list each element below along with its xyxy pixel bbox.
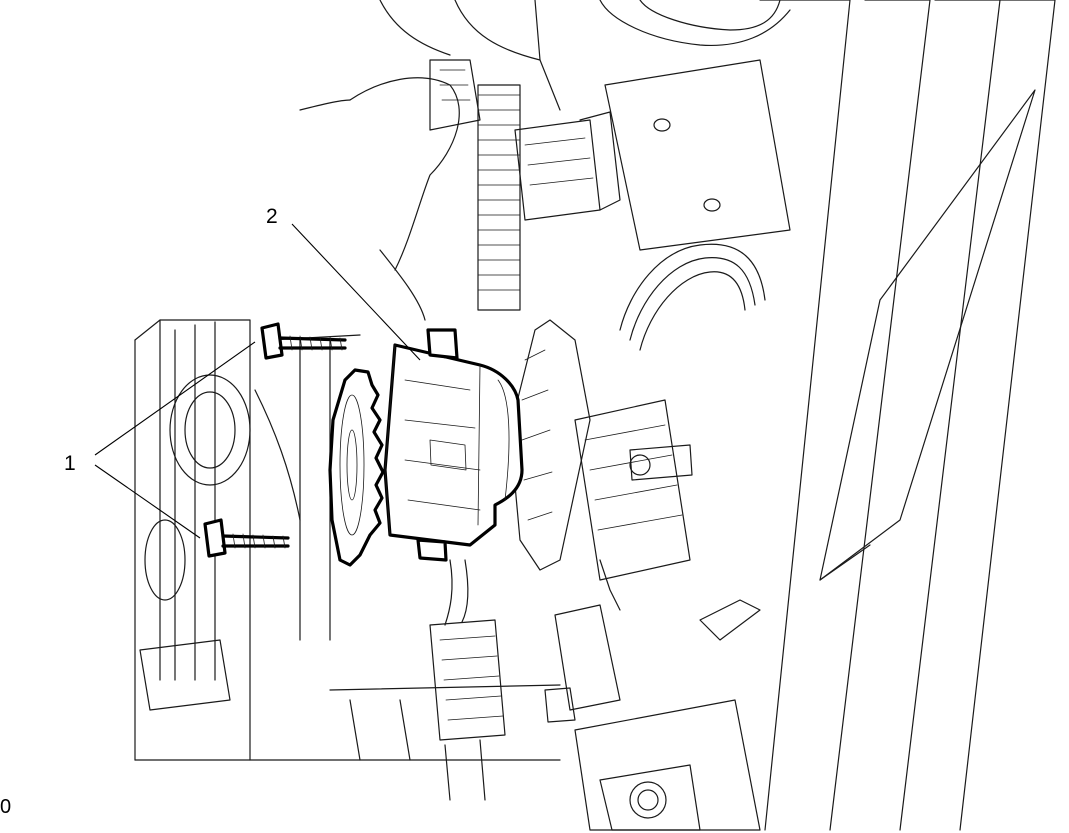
bolt-lower [203,518,290,558]
callout-2-label: 2 [266,205,278,228]
callout-leaders [94,223,421,539]
actuator-part [328,328,524,567]
background-structure [134,0,1056,831]
corner-mark: 0 [0,796,11,818]
bolt-upper [260,322,347,360]
callout-1-label: 1 [64,452,76,475]
